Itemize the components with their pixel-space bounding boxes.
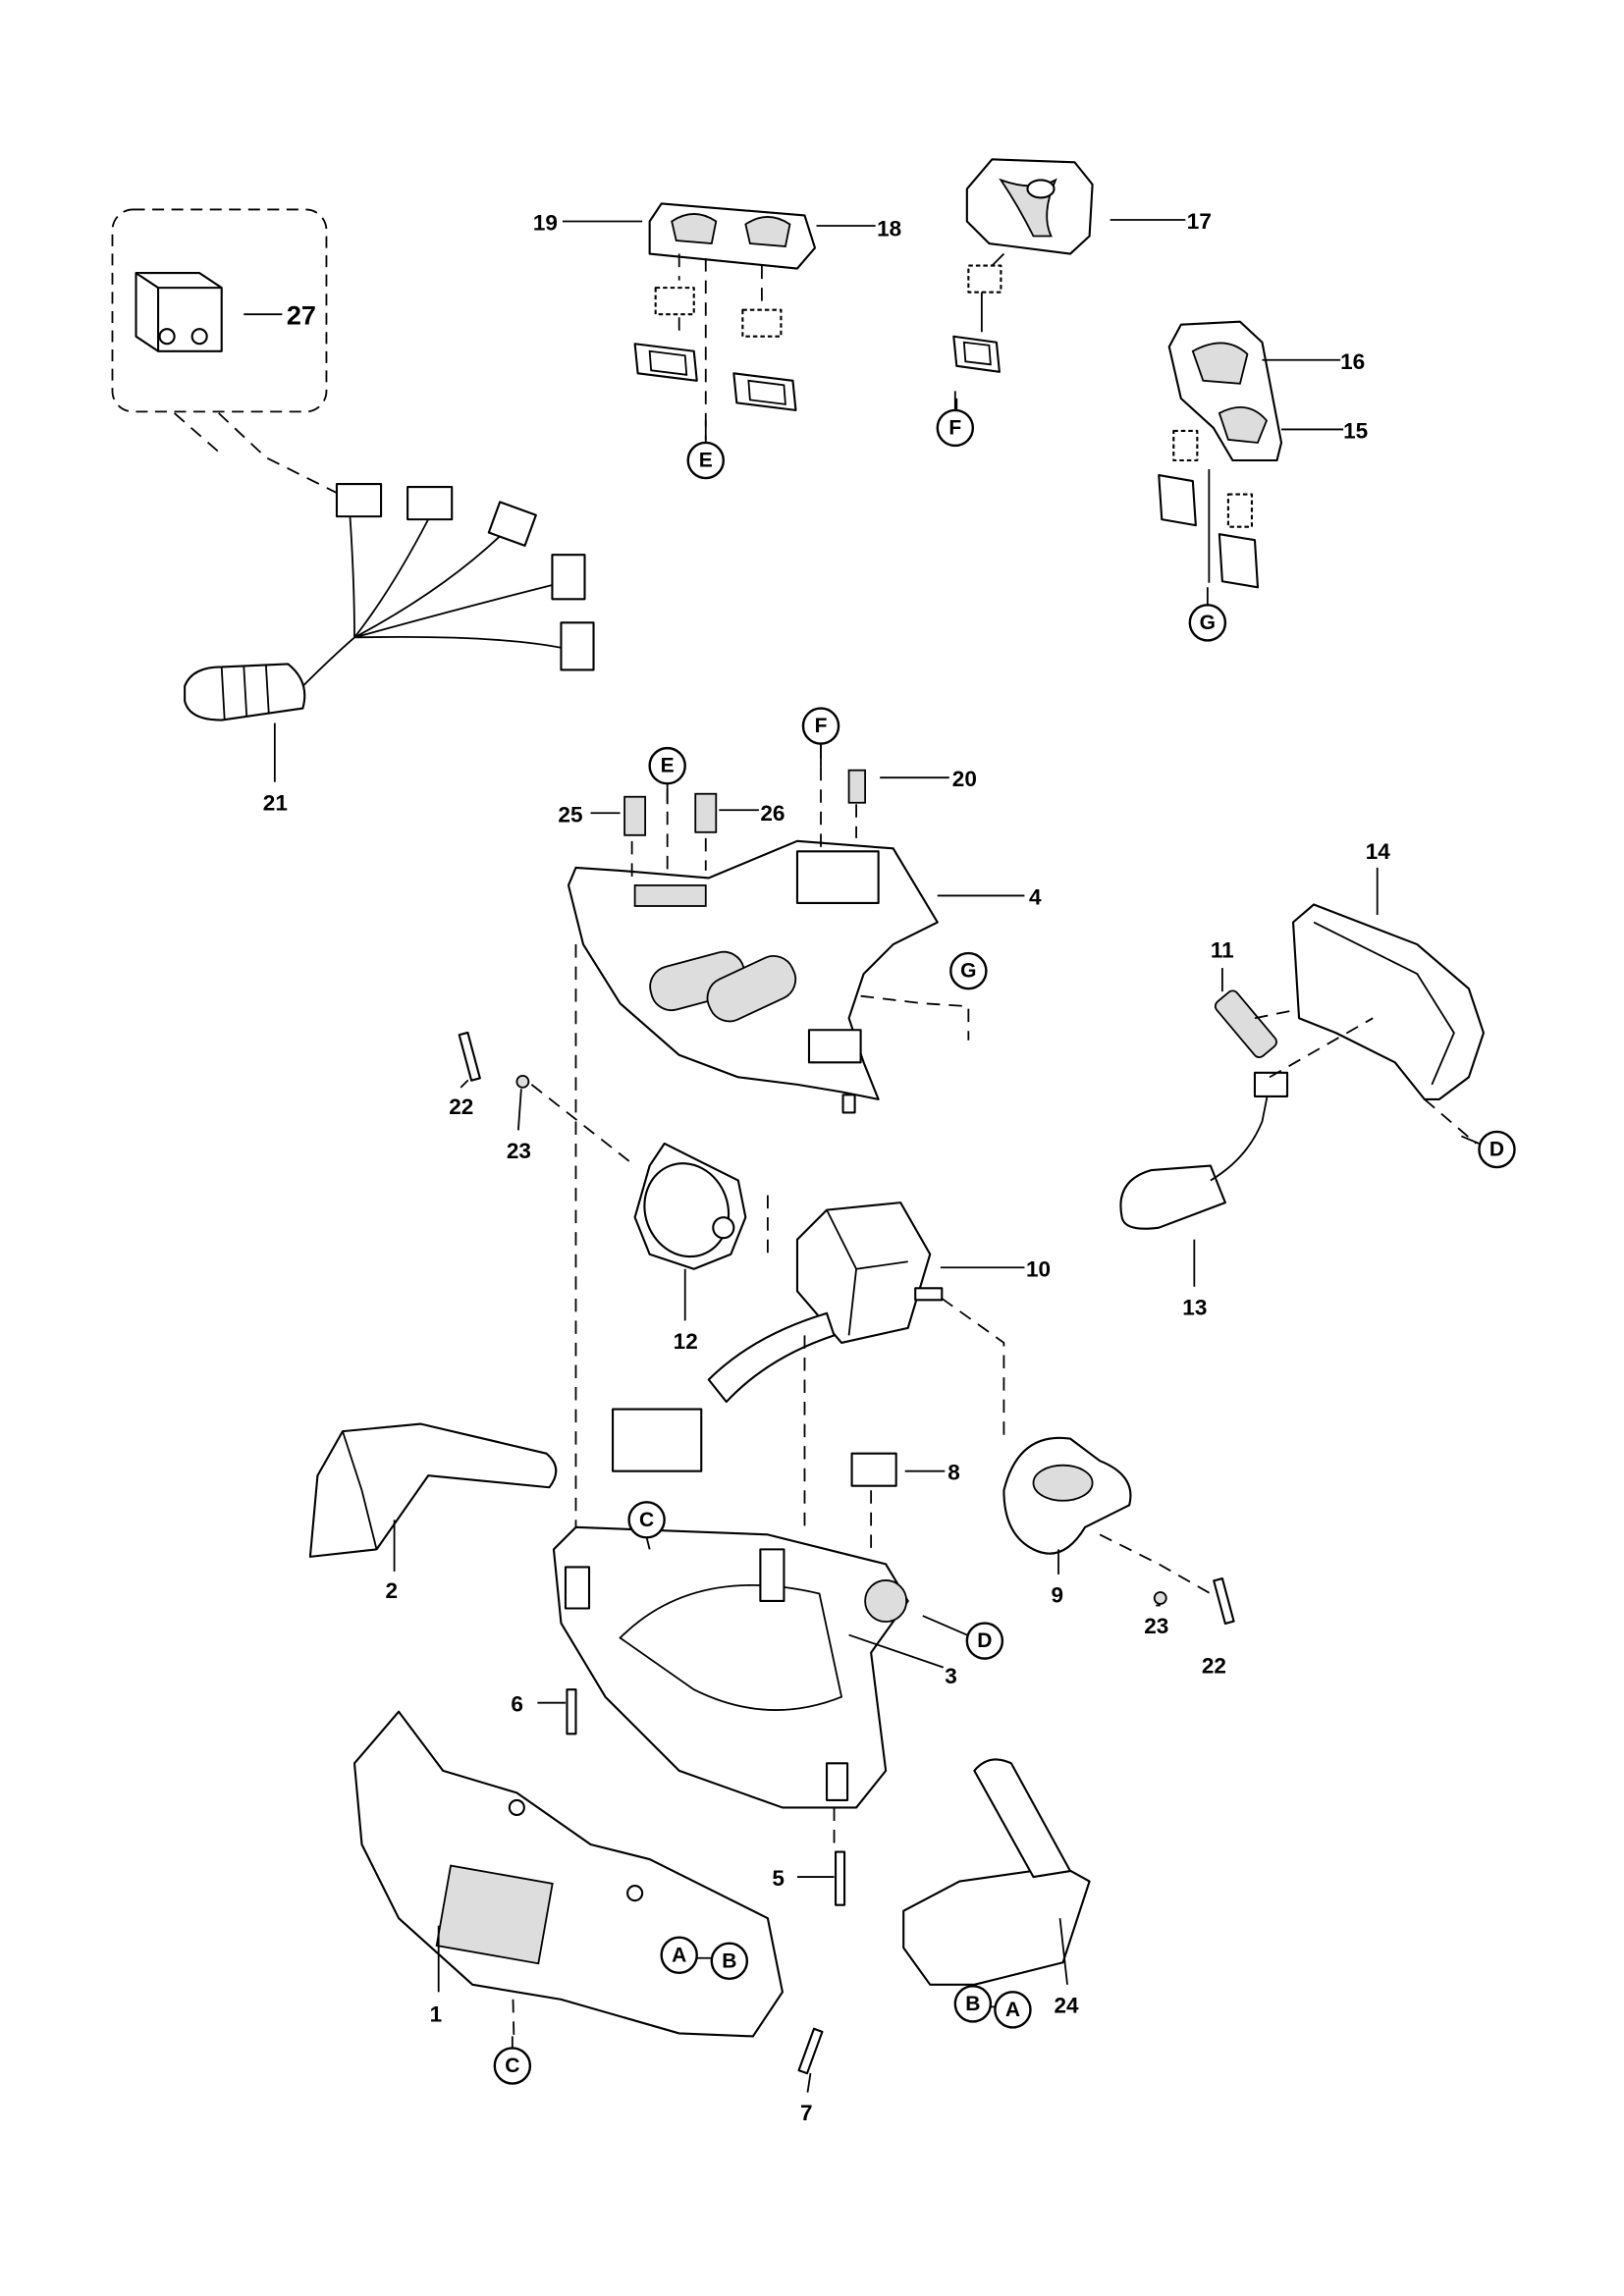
part-24-right-lever [902, 1758, 1091, 1986]
label-12: 12 [674, 1329, 698, 1354]
switch-connector [335, 483, 595, 671]
svg-text:C: C [505, 2055, 519, 2077]
svg-text:G: G [960, 960, 976, 983]
part-2-lever [308, 1422, 558, 1558]
label-1: 1 [430, 2002, 443, 2026]
label-22: 22 [449, 1095, 473, 1119]
ref-B-right: B [953, 1985, 993, 2023]
part-27-microswitch-inset [111, 208, 341, 496]
reference-letters: E F G F E G D C D A B B A C [493, 408, 1516, 2085]
svg-text:D: D [977, 1629, 992, 1652]
ref-E-top: E [686, 441, 726, 480]
ref-A-left: A [660, 1936, 698, 1974]
label-17: 17 [1187, 209, 1212, 234]
ref-G-top: G [1188, 604, 1227, 642]
label-25: 25 [558, 802, 582, 827]
part-4-upper-shroud [567, 769, 939, 1114]
ref-C-mid: C [627, 1501, 666, 1539]
label-8: 8 [947, 1461, 960, 1485]
svg-text:B: B [722, 1949, 736, 1972]
parts-18-19-switch-covers [633, 202, 817, 440]
label-22-second: 22 [1202, 1654, 1226, 1679]
label-10: 10 [1026, 1256, 1051, 1281]
ref-B-left: B [710, 1942, 749, 1981]
svg-text:F: F [815, 715, 828, 737]
ref-D-mid: D [965, 1622, 1004, 1660]
label-13: 13 [1182, 1295, 1207, 1319]
label-23-second: 23 [1144, 1614, 1168, 1638]
part-17-horn-button [952, 158, 1094, 410]
label-24: 24 [1055, 1993, 1080, 2017]
leader-lines [244, 219, 1379, 2093]
ref-E-mid: E [648, 746, 686, 785]
label-4: 4 [1029, 884, 1042, 909]
label-20: 20 [952, 767, 977, 791]
svg-text:B: B [965, 1993, 980, 2015]
part-8-clip [850, 1452, 897, 1487]
svg-text:C: C [639, 1509, 654, 1531]
svg-text:E: E [699, 450, 713, 472]
label-27: 27 [287, 301, 316, 331]
label-19: 19 [533, 211, 558, 236]
part-3-lower-base [552, 1525, 909, 1809]
svg-text:D: D [1489, 1139, 1504, 1161]
svg-text:A: A [672, 1944, 686, 1966]
label-15: 15 [1343, 418, 1368, 443]
screw [458, 1031, 1235, 2075]
label-7: 7 [800, 2101, 813, 2125]
part-14-side-housing [1119, 903, 1486, 1230]
part-21-wiring-harness [184, 483, 595, 721]
ref-C-bottom: C [493, 2047, 532, 2085]
svg-text:E: E [661, 755, 675, 777]
part-12-ring-bracket [633, 1142, 747, 1270]
label-23: 23 [507, 1139, 531, 1163]
label-11: 11 [1211, 938, 1234, 963]
ref-F-mid: F [801, 707, 840, 745]
label-16: 16 [1340, 349, 1365, 374]
svg-text:F: F [948, 416, 961, 439]
svg-text:G: G [1200, 612, 1216, 634]
svg-text:A: A [1005, 1999, 1020, 2021]
part-10-combination-switch [612, 1201, 944, 1472]
label-14: 14 [1366, 839, 1391, 864]
label-26: 26 [760, 801, 785, 826]
parts-15-16-switch-panel [1158, 320, 1283, 589]
spring [623, 769, 867, 836]
label-21: 21 [263, 790, 288, 815]
label-9: 9 [1052, 1582, 1064, 1607]
ref-D-right: D [1478, 1130, 1516, 1169]
ref-G-mid: G [949, 951, 988, 990]
label-5: 5 [772, 1866, 785, 1891]
label-3: 3 [945, 1664, 957, 1688]
label-6: 6 [511, 1692, 523, 1717]
label-18: 18 [877, 217, 901, 241]
ref-F-top: F [936, 408, 975, 448]
part-9-knob [1002, 1436, 1132, 1555]
part-number-labels: 1 2 3 4 5 6 7 8 9 10 11 12 13 14 15 16 1… [263, 209, 1390, 2125]
ref-A-right: A [994, 1991, 1032, 2029]
label-2: 2 [386, 1578, 399, 1603]
